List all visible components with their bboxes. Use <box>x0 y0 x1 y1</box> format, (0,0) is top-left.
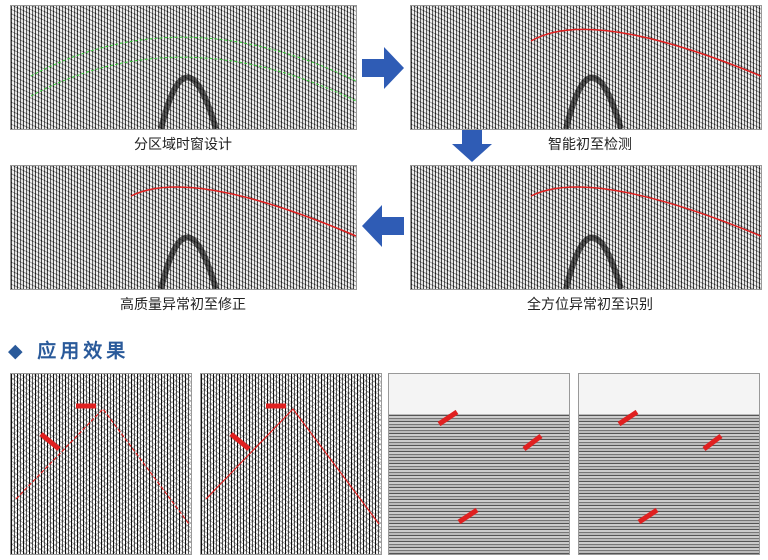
result-gather-after <box>200 373 382 555</box>
arrow-right-icon <box>362 47 404 89</box>
seismic-panel-correction <box>10 165 357 290</box>
result-gather-before <box>10 373 192 555</box>
results-heading-text: 应用效果 <box>37 340 130 362</box>
arrow-down-icon <box>452 130 492 162</box>
seismic-panel-anomaly-detection <box>410 165 762 290</box>
diamond-icon: ◆ <box>8 340 27 362</box>
caption-smart-picking: 智能初至检测 <box>548 137 632 153</box>
seismic-panel-window-design <box>10 5 357 130</box>
results-heading: ◆ 应用效果 <box>8 336 129 363</box>
caption-correction: 高质量异常初至修正 <box>120 297 246 313</box>
seismic-panel-smart-picking <box>410 5 762 130</box>
arrow-left-icon <box>362 205 404 247</box>
caption-anomaly-detection: 全方位异常初至识别 <box>527 297 653 313</box>
caption-window-design: 分区域时窗设计 <box>134 137 232 153</box>
result-section-before <box>388 373 570 555</box>
result-section-after <box>578 373 760 555</box>
